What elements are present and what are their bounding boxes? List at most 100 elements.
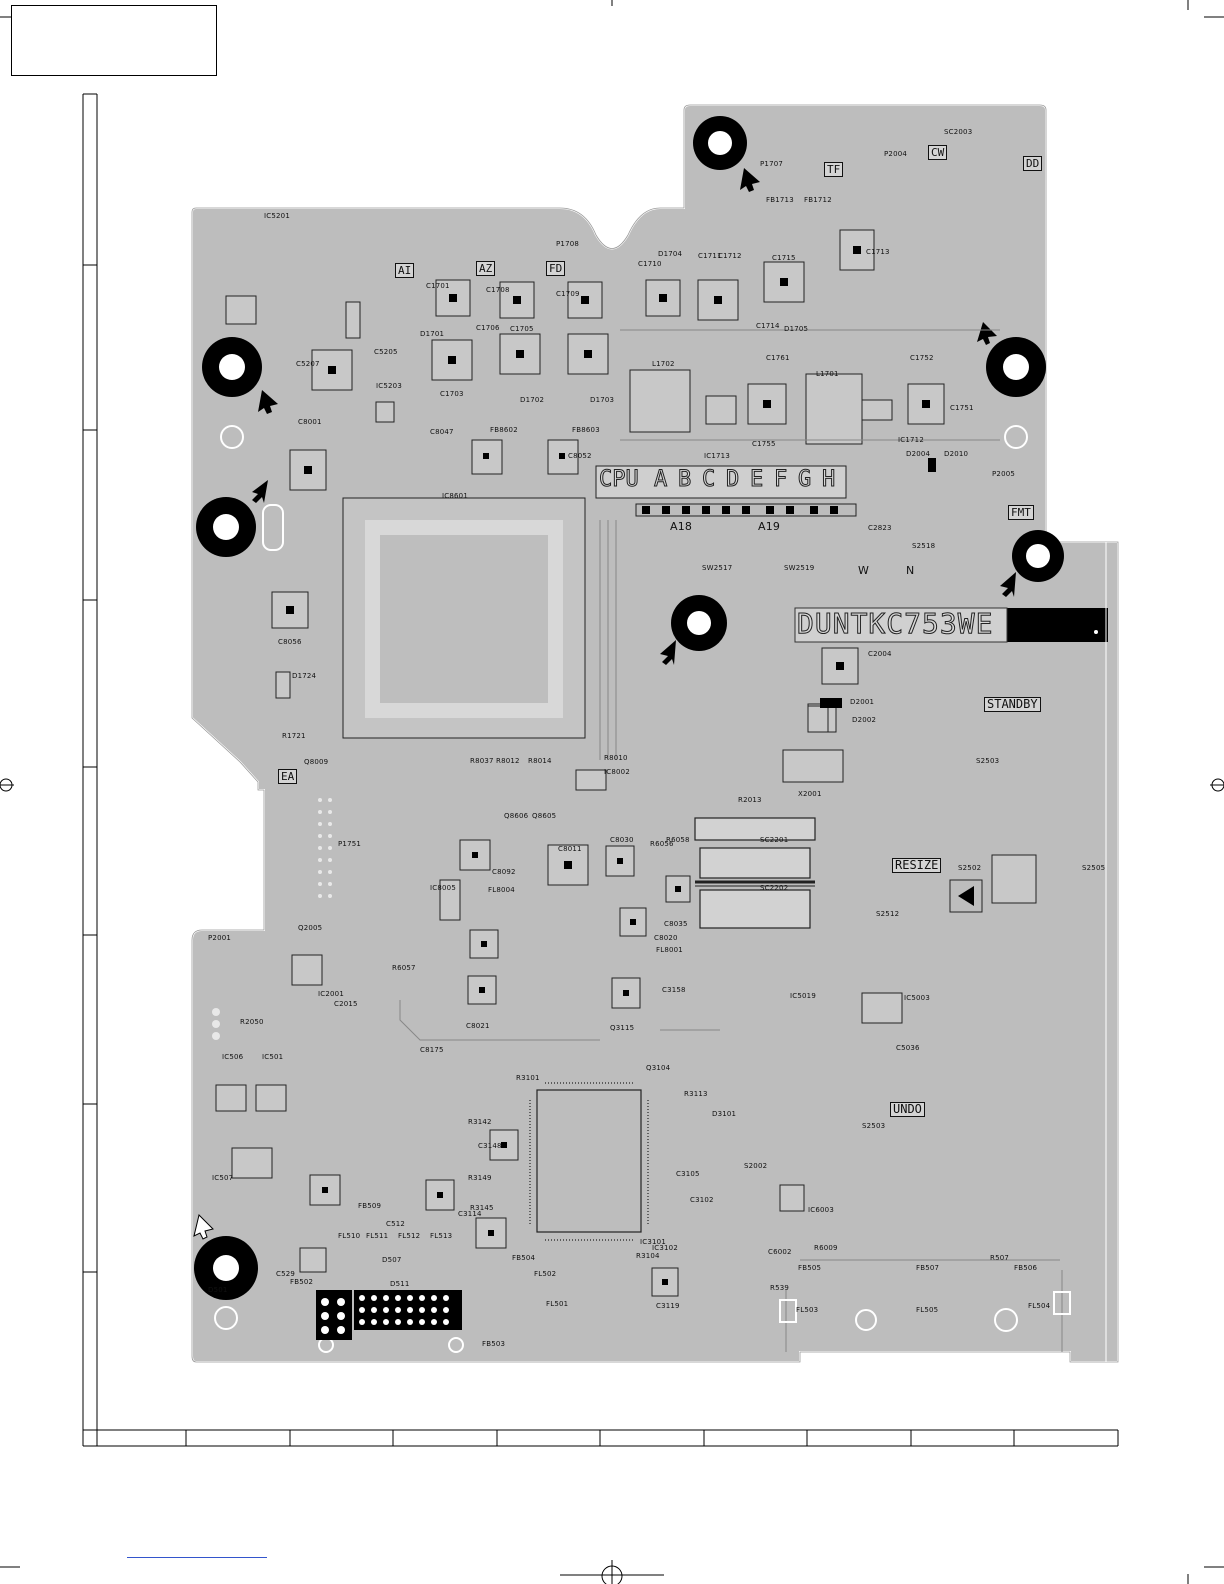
component-ref: SC2003: [944, 128, 973, 136]
component-ref: SC2201: [760, 836, 789, 844]
component-ref: FL8004: [488, 886, 515, 894]
component-ref: D2010: [944, 450, 969, 458]
component-ref: SW2519: [784, 564, 815, 572]
jumper-header-cpu: CPU: [599, 467, 640, 493]
component-ref: C3105: [676, 1170, 700, 1178]
part-number: DUNTKC753WE: [796, 607, 994, 640]
component-ref: FB509: [358, 1202, 382, 1210]
component-ref: R3104: [636, 1252, 660, 1260]
component-ref: C1709: [556, 290, 580, 298]
component-ref: D1704: [658, 250, 683, 258]
connector-ai: AI: [395, 263, 415, 278]
component-ref: D501: [208, 1286, 228, 1294]
component-centers: [286, 246, 936, 1285]
component-ref: D2001: [850, 698, 875, 706]
component-ref: R6058: [666, 836, 690, 844]
jumper-header-g: G: [797, 467, 812, 493]
component-ref: C1755: [752, 440, 776, 448]
component-ref: FL501: [546, 1300, 569, 1308]
jumper-header-d: D: [725, 467, 740, 493]
jumper-header-a: A: [653, 467, 668, 493]
component-ref: C529: [276, 1270, 296, 1278]
component-ref: C1752: [910, 354, 934, 362]
via-dots: [212, 798, 332, 1040]
component-ref: FB8603: [572, 426, 600, 434]
button-undo-label: UNDO: [890, 1102, 925, 1117]
component-ref: FL510: [338, 1232, 361, 1240]
component-ref: D1724: [292, 672, 317, 680]
component-ref: P1751: [338, 840, 362, 848]
component-ref: C3119: [656, 1302, 680, 1310]
component-ref: C1714: [756, 322, 780, 330]
component-ref: C3114: [458, 1210, 482, 1218]
component-ref: D2002: [852, 716, 877, 724]
component-ref: IC8601: [442, 492, 468, 500]
component-ref: D1702: [520, 396, 545, 404]
jumper-header-h: H: [821, 467, 836, 493]
bottom-left-connector: [316, 1290, 462, 1340]
part-number-bar: [1006, 608, 1108, 642]
component-ref: Q2005: [298, 924, 323, 932]
component-ref: C1710: [638, 260, 662, 268]
component-ref: Q3104: [646, 1064, 671, 1072]
component-ref: S2503: [862, 1122, 886, 1130]
resize-triangle-icon: [958, 886, 974, 906]
traces: [399, 329, 1063, 1352]
component-ref: S2502: [958, 864, 982, 872]
component-ref: IC5019: [790, 992, 816, 1000]
grid-frame: [82, 93, 1119, 1447]
jumper-header-f: F: [773, 467, 788, 493]
component-ref: C8052: [568, 452, 592, 460]
fpc-connectors: [694, 817, 816, 929]
component-ref: C8001: [298, 418, 322, 426]
component-ref: R8012: [496, 757, 520, 765]
component-ref: IC3101: [640, 1238, 666, 1246]
component-ref: P1708: [556, 240, 580, 248]
switch-w: W: [858, 564, 870, 577]
button-standby-label: STANDBY: [984, 697, 1041, 712]
component-ref: C5207: [296, 360, 320, 368]
component-ref: R507: [990, 1254, 1010, 1262]
component-ref: R3142: [468, 1118, 492, 1126]
footer-line: [127, 1557, 267, 1558]
component-ref: C3148: [478, 1142, 502, 1150]
component-ref: FB507: [916, 1264, 940, 1272]
component-ref: S2505: [1082, 864, 1106, 872]
component-ref: Q8606: [504, 812, 529, 820]
component-ref: C8021: [466, 1022, 490, 1030]
component-ref: R3149: [468, 1174, 492, 1182]
component-ref: R3101: [516, 1074, 540, 1082]
component-ref: FB502: [290, 1278, 314, 1286]
component-ref: SW2517: [702, 564, 733, 572]
component-ref: S2503: [976, 757, 1000, 765]
component-ref: L1701: [816, 370, 839, 378]
component-ref: S2002: [744, 1162, 768, 1170]
component-ref: P2001: [208, 934, 232, 942]
component-ref: Q3115: [610, 1024, 635, 1032]
component-ref: C1713: [866, 248, 890, 256]
component-ref: C2004: [868, 650, 892, 658]
component-ref: Q8605: [532, 812, 557, 820]
component-ref: IC6003: [808, 1206, 834, 1214]
component-ref: D3101: [712, 1110, 737, 1118]
component-ref: R6009: [814, 1244, 838, 1252]
component-ref: S2512: [876, 910, 900, 918]
component-ref: IC2001: [318, 990, 344, 998]
component-ref: R3145: [470, 1204, 494, 1212]
component-ref: SC2202: [760, 884, 789, 892]
component-ref: P2005: [992, 470, 1016, 478]
component-ref: IC5201: [264, 212, 290, 220]
component-ref: FL513: [430, 1232, 453, 1240]
button-resize-label: RESIZE: [892, 858, 942, 873]
component-ref: R1721: [282, 732, 306, 740]
connector-fmt: FMT: [1008, 505, 1034, 520]
component-ref: R3113: [684, 1090, 708, 1098]
component-ref: C512: [386, 1220, 406, 1228]
component-ref: S2518: [912, 542, 936, 550]
component-ref: C8011: [558, 845, 582, 853]
component-ref: IC8002: [604, 768, 630, 776]
component-ref: C8035: [664, 920, 688, 928]
component-ref: C1708: [486, 286, 510, 294]
connector-dd: DD: [1023, 156, 1043, 171]
